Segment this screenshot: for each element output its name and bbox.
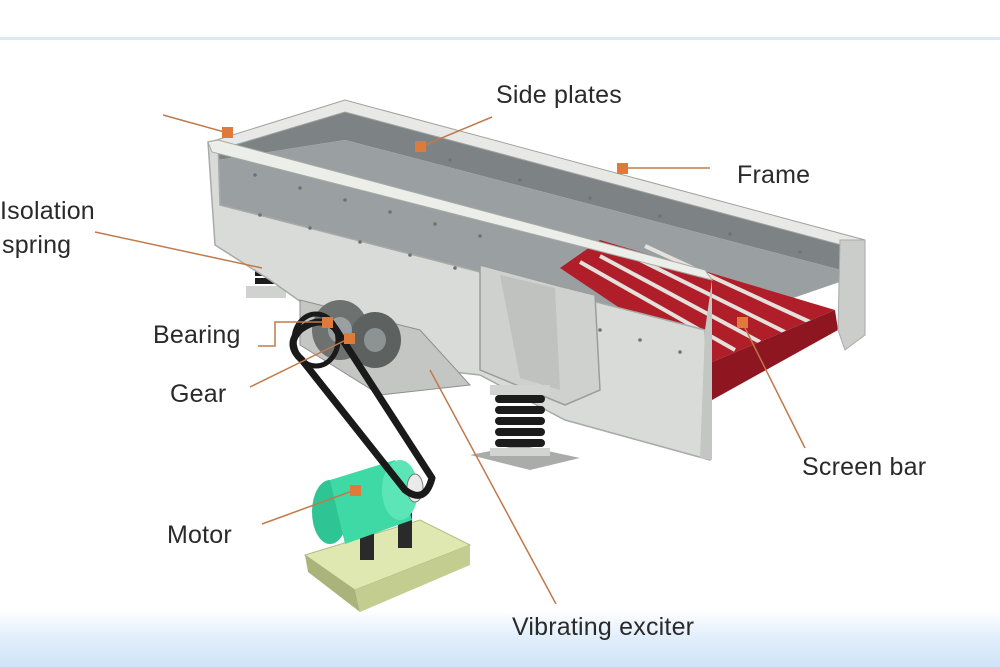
lower-plate [700,280,712,460]
callout-markers [222,127,748,496]
side-plate-inner-wall [218,105,860,275]
label-isolation-spring-line1: Isolation [0,197,95,225]
isolation-spring-main [470,385,580,470]
bottom-gradient-band [0,610,1000,667]
top-border [0,0,1000,42]
marker-top-left [222,127,233,138]
marker-motor [350,485,361,496]
label-isolation-spring-line2: spring [2,231,72,259]
leader-lines [94,114,806,605]
screen-bars [560,240,838,400]
label-motor: Motor [167,521,232,549]
label-vibrating-exciter: Vibrating exciter [512,613,695,641]
motor [312,460,424,560]
marker-bearing [322,317,333,328]
top-border-line [0,37,1000,40]
marker-gear [344,333,355,344]
marker-screen-bar [737,317,748,328]
marker-side-plates [415,141,426,152]
marker-frame [617,163,628,174]
label-screen-bar: Screen bar [802,453,927,481]
front-flange [207,139,714,281]
label-side-plates: Side plates [496,81,622,109]
frame-end-right [837,239,866,351]
label-bearing: Bearing [153,321,241,349]
label-gear: Gear [170,380,227,408]
label-frame: Frame [737,161,811,189]
motor-base [303,519,472,612]
